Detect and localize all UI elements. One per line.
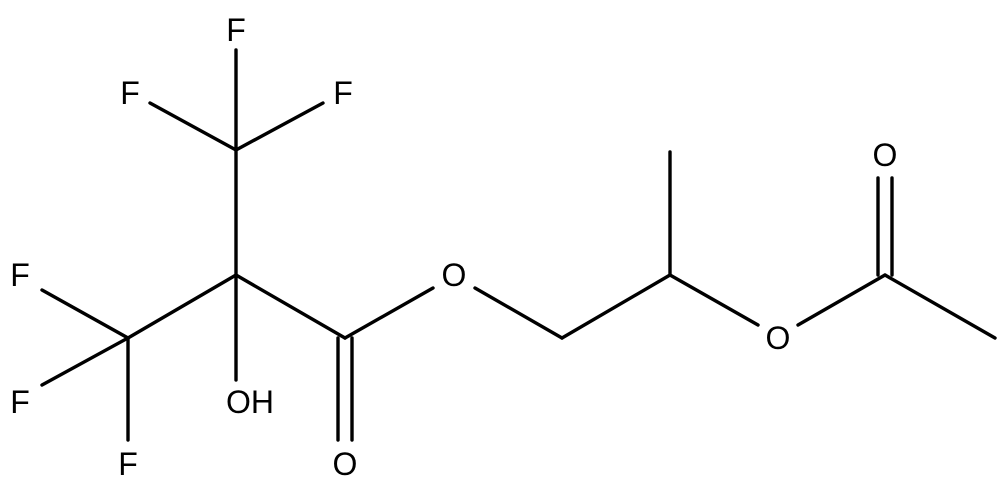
- atom-label-ester-oxygen: O: [442, 257, 467, 293]
- atom-label-carbonyl-oxygen: O: [333, 446, 358, 482]
- bond-acetate-oxygen-to-acetyl-carbon: [796, 273, 887, 327]
- bond-ch-to-acetate-oxygen: [668, 273, 760, 327]
- bond-cf3-left-to-f-left-top: [40, 288, 130, 340]
- bond-ester-oxygen-to-ch2: [473, 286, 564, 340]
- bond-acetyl-carbon-to-methyl: [883, 273, 997, 340]
- atom-label-f-upper-left: F: [120, 75, 140, 111]
- bond-carbonyl-carbon-to-ester-oxygen: [343, 286, 435, 340]
- atom-label-f-bottom: F: [118, 446, 138, 482]
- atom-label-f-top: F: [226, 12, 246, 48]
- bond-cf3-top-to-f-upper-right: [234, 101, 325, 152]
- atom-label-f-upper-right: F: [333, 75, 353, 111]
- atom-label-f-left-bottom: F: [10, 384, 30, 420]
- bonds: [40, 48, 997, 442]
- bond-central-to-cf3-left: [126, 273, 238, 340]
- atom-label-acetate-carbonyl-oxygen: O: [873, 137, 898, 173]
- bond-central-to-carbonyl-carbon: [234, 273, 347, 340]
- bond-ch2-to-ch: [560, 273, 672, 340]
- bond-cf3-left-to-f-left-bottom: [40, 336, 130, 387]
- atom-label-acetate-oxygen: O: [766, 320, 791, 356]
- bond-cf3-top-to-f-upper-left: [148, 101, 238, 152]
- atom-label-hydroxyl: OH: [226, 384, 274, 420]
- atom-label-f-left-top: F: [10, 257, 30, 293]
- atom-labels: F F F F F F OH O O O O: [10, 12, 897, 482]
